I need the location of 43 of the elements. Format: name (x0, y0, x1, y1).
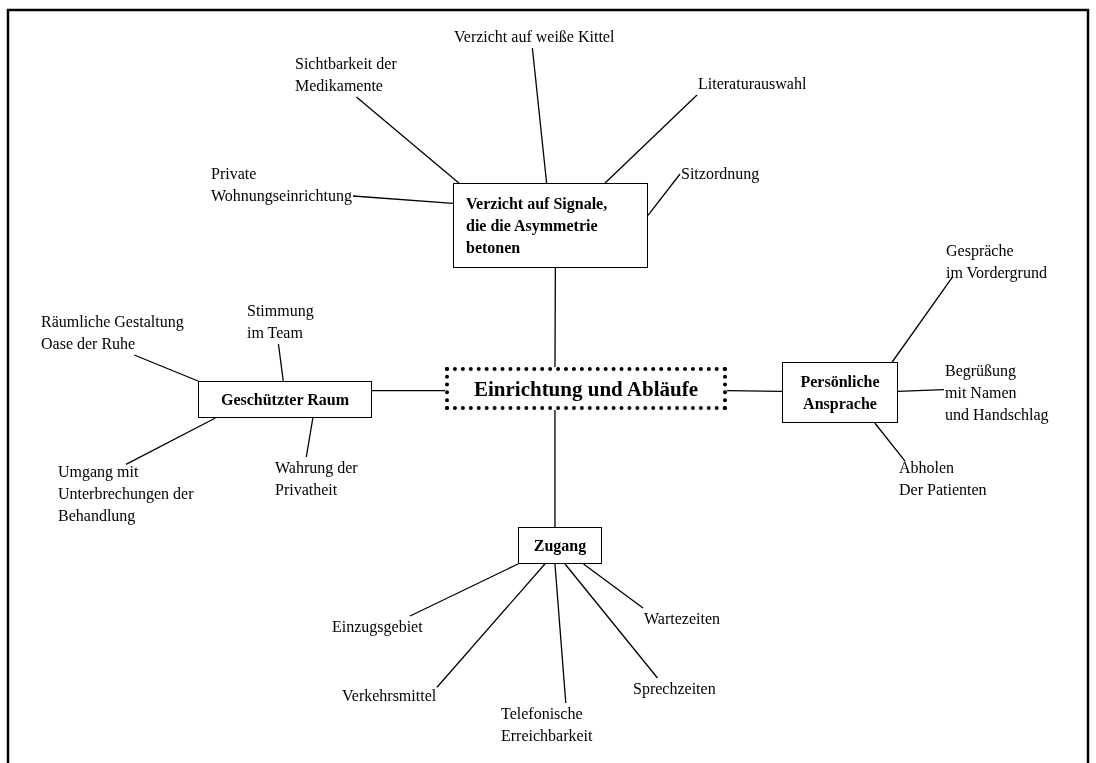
topic-label: Stimmung im Team (246, 300, 315, 344)
topic-label: Einzugsgebiet (331, 616, 424, 638)
topic-label: Abholen Der Patienten (898, 457, 988, 501)
topic-label: Umgang mit Unterbrechungen der Behandlung (57, 461, 195, 527)
connector-line (125, 417, 217, 465)
connector-line (897, 389, 945, 392)
connector-line (874, 422, 906, 463)
topic-label: Begrüßung mit Namen und Handschlag (944, 360, 1050, 426)
central-topic-box: Einrichtung und Abläufe (445, 367, 727, 410)
connector-line (647, 173, 681, 216)
topic-label: Sitzordnung (680, 163, 761, 185)
connector-line (133, 354, 199, 382)
topic-label: Verkehrsmittel (341, 685, 438, 707)
connector-line (554, 563, 567, 704)
connector-line (554, 409, 556, 528)
connector-line (891, 276, 953, 363)
connector-line (305, 417, 314, 458)
connector-line (554, 267, 557, 368)
category-box: Zugang (518, 527, 602, 564)
category-box: Geschützter Raum (198, 381, 372, 418)
connector-line (604, 94, 698, 184)
topic-label: Private Wohnungseinrichtung (210, 163, 353, 207)
topic-label: Wahrung der Privatheit (274, 457, 359, 501)
connector-line (582, 563, 644, 609)
connector-line (352, 195, 454, 205)
connector-line (531, 47, 548, 184)
topic-label: Verzicht auf weiße Kittel (453, 26, 616, 48)
category-box: Verzicht auf Signale, die die Asymmetrie betonen (453, 183, 648, 268)
topic-label: Sprechzeiten (632, 678, 717, 700)
topic-label: Wartezeiten (643, 608, 721, 630)
connector-line (436, 563, 546, 688)
connector-line (726, 390, 783, 392)
connector-line (277, 343, 284, 382)
topic-label: Telefonische Erreichbarkeit (500, 703, 594, 747)
topic-label: Literaturauswahl (697, 73, 808, 95)
category-box: Persönliche Ansprache (782, 362, 898, 423)
topic-label: Räumliche Gestaltung Oase der Ruhe (40, 311, 185, 355)
connector-line (371, 389, 446, 392)
topic-label: Gespräche im Vordergrund (945, 240, 1048, 284)
connector-line (409, 563, 519, 617)
connector-line (564, 563, 659, 679)
connector-line (355, 96, 460, 184)
topic-label: Sichtbarkeit der Medikamente (294, 53, 398, 97)
